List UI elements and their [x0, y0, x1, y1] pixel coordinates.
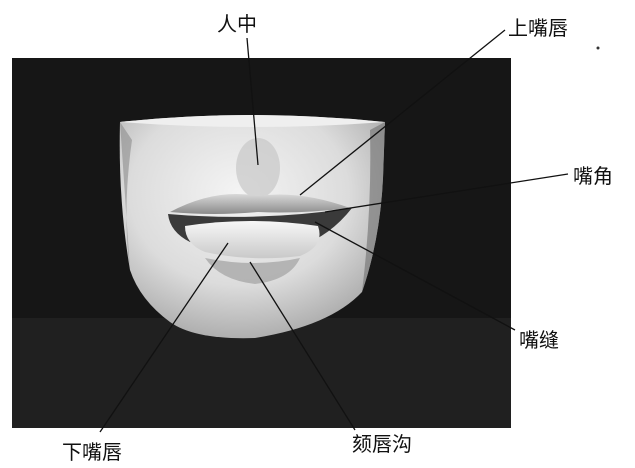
- label-philtrum: 人中: [217, 12, 257, 36]
- upper-lip-shape: [170, 194, 350, 214]
- label-mouth-corner: 嘴角: [573, 164, 613, 188]
- cast-left-side: [120, 122, 132, 270]
- cast-right-side: [362, 122, 385, 292]
- upper-lip-leader: [299, 29, 506, 196]
- stray-dot: [596, 46, 600, 50]
- chin-groove-leader: [249, 261, 356, 431]
- label-upper-lip: 上嘴唇: [508, 16, 568, 40]
- lower-lip-leader: [99, 242, 229, 433]
- leader-lines: [99, 29, 569, 433]
- cast-top-face: [120, 115, 385, 127]
- lower-lip-shape: [185, 221, 320, 259]
- philtrum-shadow: [236, 138, 280, 198]
- chin-groove-shadow: [205, 258, 300, 284]
- mouth-corner-leader: [324, 173, 569, 213]
- label-lip-seam: 嘴缝: [519, 328, 559, 352]
- philtrum-leader: [246, 37, 259, 166]
- plaster-mouth-photo: [12, 58, 511, 428]
- labels: 人中 上嘴唇 嘴角 嘴缝 下嘴唇 颏唇沟: [62, 12, 613, 464]
- lip-seam-leader: [314, 221, 516, 331]
- label-chin-groove: 颏唇沟: [352, 432, 412, 456]
- label-lower-lip: 下嘴唇: [62, 440, 122, 464]
